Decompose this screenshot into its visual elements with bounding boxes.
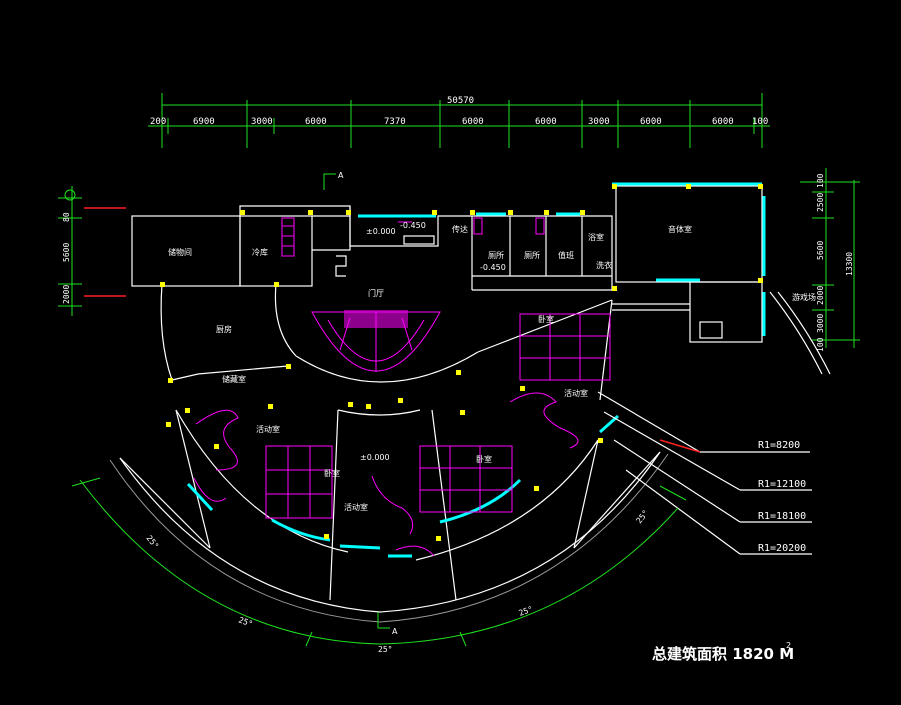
dim-seg-4: 6000 — [305, 117, 327, 127]
section-mark-top: A — [338, 171, 344, 180]
total-floor-area-label: 总建筑面积 1820 M — [652, 643, 794, 664]
curved-wings — [109, 283, 831, 623]
radius-label-3: R1=18100 — [758, 511, 806, 522]
section-marks: A A — [323, 171, 398, 636]
rdim-seg-4: 2000 — [816, 286, 825, 305]
columns — [160, 184, 763, 541]
angle-label-1: 25° — [144, 534, 160, 551]
room-bedroom-b: 卧室 — [324, 468, 340, 478]
lobby-amphitheater: 门厅 — [311, 288, 441, 372]
room-activity-c: 活动室 — [564, 388, 588, 398]
ldim-seg-1: 80 — [62, 212, 71, 222]
angle-label-3: 25° — [378, 645, 392, 654]
right-dimension-chain: 100 2500 5600 2000 3000 100 13300 — [800, 168, 860, 352]
dim-seg-3: 3000 — [251, 117, 273, 127]
north-block — [131, 182, 766, 343]
rdim-seg-3: 5600 — [816, 241, 825, 260]
angle-label-2: 25° — [237, 615, 254, 628]
elevation-mark-1: ±0.000 — [360, 453, 390, 462]
room-shower: 浴室 — [588, 232, 604, 242]
elevation-marks: ±0.000 ±0.000 -0.450 -0.450 — [360, 221, 506, 462]
rdim-total: 13300 — [845, 252, 854, 276]
ldim-seg-2: 5600 — [62, 243, 71, 262]
room-wc-b: 厕所 — [524, 250, 540, 260]
room-activity-a: 活动室 — [256, 424, 280, 434]
room-duty-b: 值班 — [558, 250, 574, 260]
room-duty: 传达 — [452, 224, 468, 234]
rdim-seg-1: 100 — [816, 173, 825, 188]
angle-label-5: 25° — [634, 508, 650, 525]
ldim-seg-3: 2000 — [62, 285, 71, 304]
dim-seg-8: 3000 — [588, 117, 610, 127]
dim-total: 50570 — [447, 96, 474, 106]
room-bedroom-c: 卧室 — [476, 454, 492, 464]
dim-seg-7: 6000 — [535, 117, 557, 127]
room-storage: 储物间 — [168, 247, 192, 257]
room-kitchen: 厨房 — [216, 324, 232, 334]
radius-label-1: R1=8200 — [758, 440, 800, 451]
angle-label-4: 25° — [518, 604, 535, 617]
dim-seg-2: 6900 — [193, 117, 215, 127]
rdim-seg-6: 100 — [816, 337, 825, 352]
room-bedroom-a: 卧室 — [538, 314, 554, 324]
room-store-food: 储藏室 — [222, 374, 246, 384]
dim-seg-5: 7370 — [384, 117, 406, 127]
rdim-seg-2: 2500 — [816, 193, 825, 212]
total-floor-area-text: 总建筑面积 1820 — [652, 645, 774, 663]
room-labels: 储物间 冷库 传达 厕所 厕所 值班 浴室 洗衣 音体室 厨房 卧室 卧室 卧室… — [168, 224, 816, 512]
radius-leaders: R1=8200 R1=12100 R1=18100 R1=20200 — [597, 391, 812, 555]
dim-seg-11: 100 — [752, 117, 768, 127]
area-unit-superscript: 2 — [786, 641, 792, 650]
room-activity-b: 活动室 — [344, 502, 368, 512]
elevation-mark-3: -0.450 — [480, 263, 506, 272]
section-mark-bottom: A — [392, 627, 398, 636]
room-playground: 游戏场 — [792, 292, 816, 302]
total-floor-area-unit: M — [779, 645, 795, 663]
radius-label-2: R1=12100 — [758, 479, 806, 490]
room-lobby: 门厅 — [368, 288, 384, 298]
dim-seg-1: 200 — [150, 117, 166, 127]
room-laundry: 洗衣 — [596, 260, 612, 270]
elevation-mark-4: -0.450 — [400, 221, 426, 230]
dim-seg-9: 6000 — [640, 117, 662, 127]
radius-label-4: R1=20200 — [758, 543, 806, 554]
dim-seg-10: 6000 — [712, 117, 734, 127]
room-music: 音体室 — [668, 224, 692, 234]
dim-seg-6: 6000 — [462, 117, 484, 127]
elevation-mark-2: ±0.000 — [366, 227, 396, 236]
rdim-seg-5: 3000 — [816, 314, 825, 333]
furniture — [193, 313, 611, 557]
top-dimension-chain: 50570 200 6900 3000 6000 7370 6000 6000 … — [148, 93, 770, 148]
left-dimension-chain: 80 5600 2000 — [58, 186, 126, 316]
room-cold: 冷库 — [252, 247, 268, 257]
room-wc-a: 厕所 — [488, 250, 504, 260]
